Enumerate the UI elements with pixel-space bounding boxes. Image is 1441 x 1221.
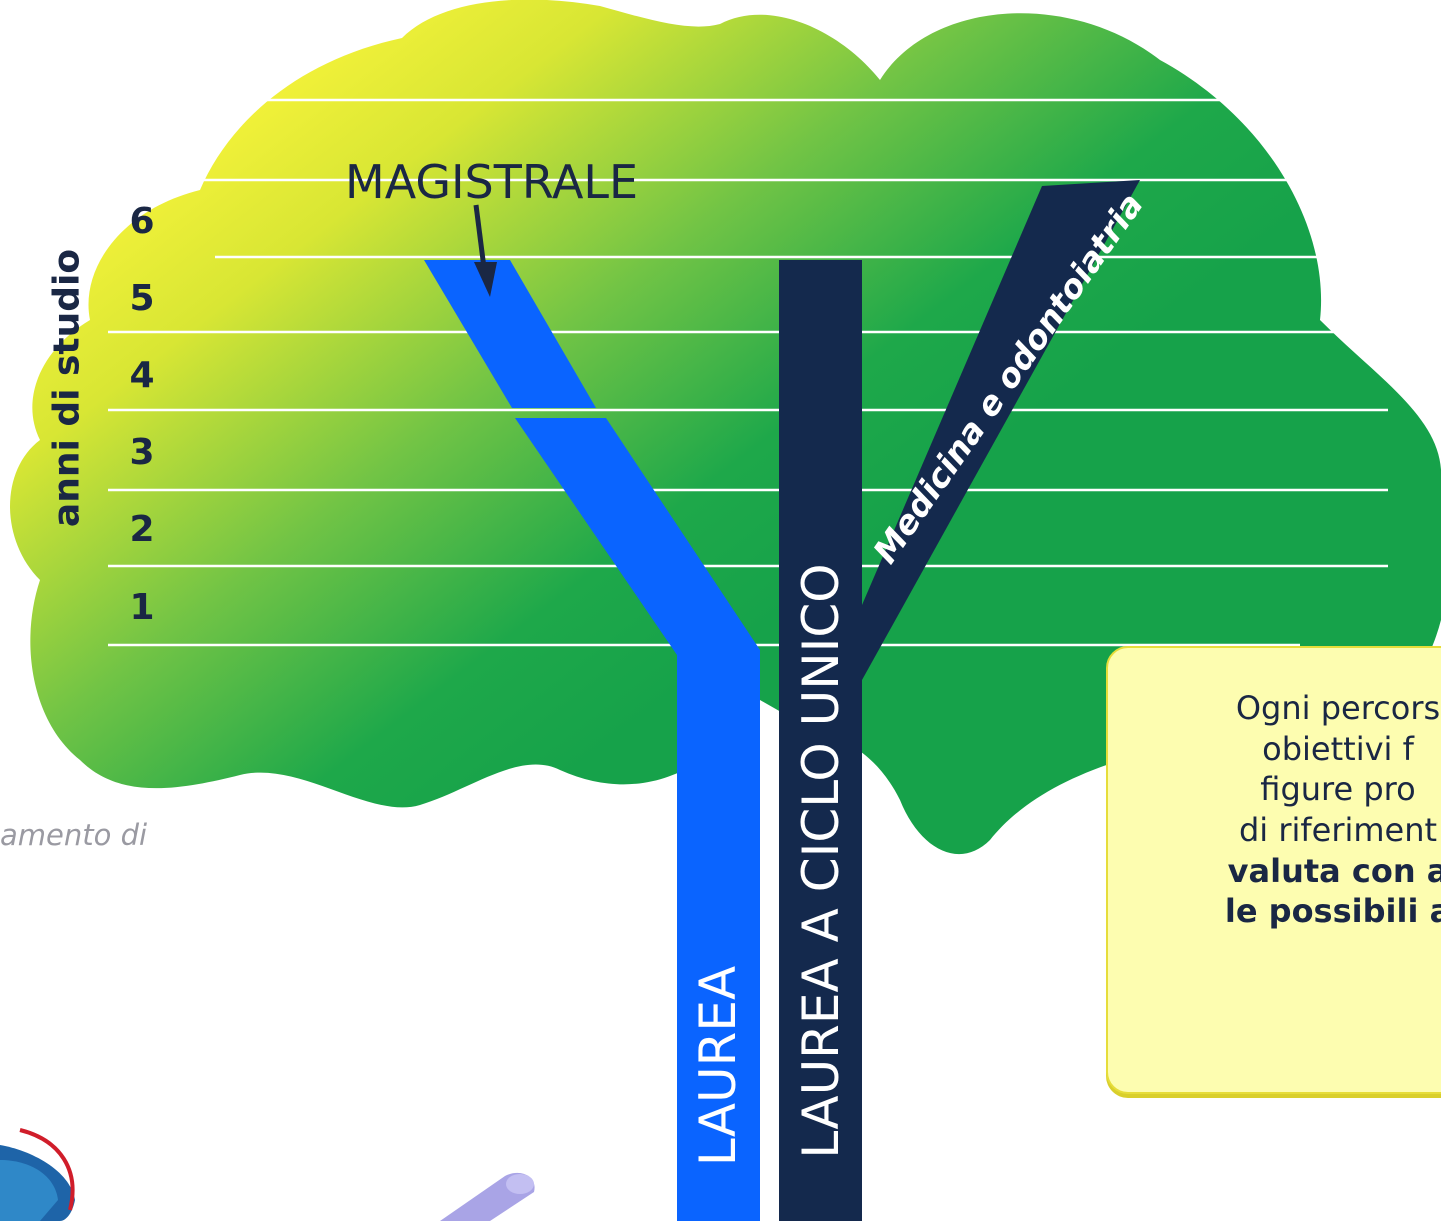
department-caption: amento di xyxy=(0,818,148,852)
year-tick-3: 3 xyxy=(129,432,155,473)
callout-line: le possibili a xyxy=(1224,892,1441,931)
info-callout: Ogni percors obiettivi f figure pro di r… xyxy=(1106,646,1441,1094)
medicina-branch xyxy=(862,180,1140,680)
year-tick-4: 4 xyxy=(129,355,155,396)
laurea-path-bottom xyxy=(515,418,760,1221)
magistrale-path-top xyxy=(424,260,596,408)
year-tick-6: 6 xyxy=(129,201,155,242)
callout-line: valuta con a xyxy=(1227,851,1441,890)
callout-line: figure pro xyxy=(1260,770,1416,809)
callout-line: di riferiment xyxy=(1238,810,1438,849)
callout-line: Ogni percors xyxy=(1235,689,1441,727)
diploma-scroll-icon xyxy=(440,1172,535,1221)
callout-text: Ogni percors obiettivi f figure pro di r… xyxy=(1108,688,1441,932)
globe-logo xyxy=(0,1128,75,1221)
callout-line: obiettivi f xyxy=(1262,729,1414,768)
laurea-branch xyxy=(424,260,760,1221)
year-grid-lines xyxy=(108,98,1388,647)
magistrale-label: MAGISTRALE xyxy=(345,155,639,209)
ciclo-unico-trunk xyxy=(779,260,862,1221)
year-tick-5: 5 xyxy=(129,278,155,319)
y-axis-label: anni di studio xyxy=(46,248,88,528)
ciclo-unico-label: LAUREA A CICLO UNICO xyxy=(792,563,850,1159)
year-tick-1: 1 xyxy=(129,587,155,628)
year-tick-2: 2 xyxy=(129,509,155,550)
laurea-label: LAUREA xyxy=(689,965,747,1167)
magistrale-arrow xyxy=(473,204,497,297)
